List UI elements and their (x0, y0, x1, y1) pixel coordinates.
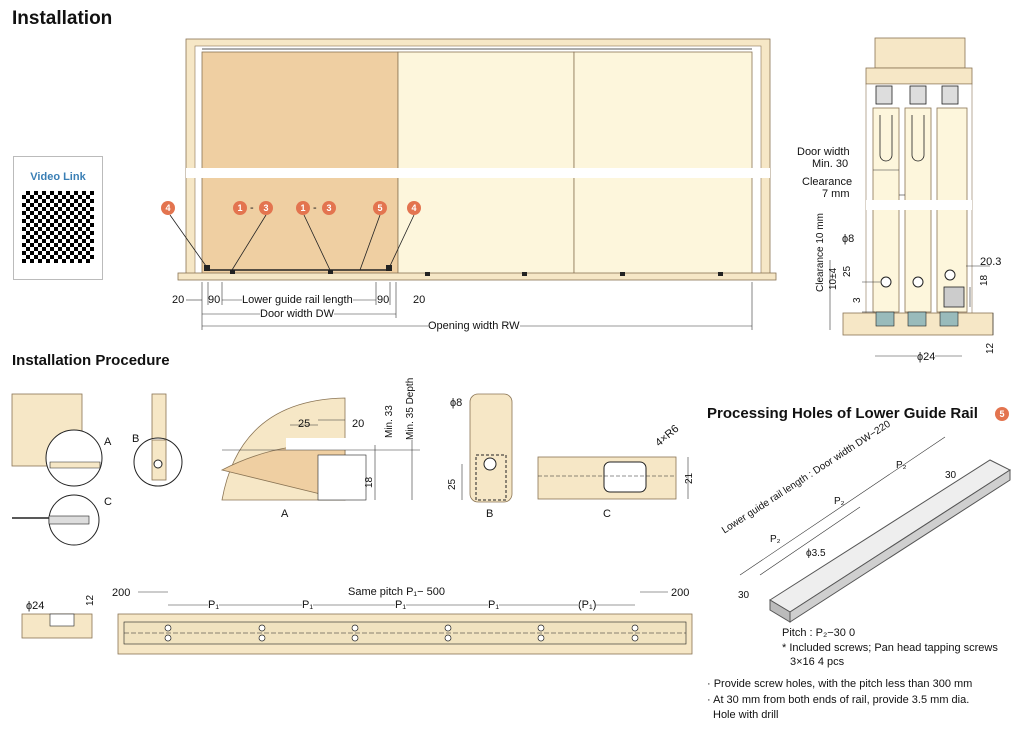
side-3: 3 (852, 297, 863, 303)
rail-phi24: ϕ24 (26, 600, 45, 612)
iso-30-left: 30 (738, 590, 750, 601)
badge-5: 5 (373, 201, 387, 215)
circle-a-label: A (104, 436, 112, 448)
detail-b-label: B (486, 508, 494, 520)
a-dim-20: 20 (352, 418, 365, 430)
screws-note: * Included screws; Pan head tapping scre… (782, 642, 998, 654)
badge-4-right: 4 (407, 201, 421, 215)
badge-sep: - (250, 202, 254, 214)
badge-3b: 3 (322, 201, 336, 215)
badge-4-left: 4 (161, 201, 175, 215)
side-clearance: Clearance (802, 176, 853, 188)
iso-p2-3: P₂ (896, 460, 907, 471)
iso-p2-1: P₂ (770, 534, 781, 545)
screws-note-2: 3×16 4 pcs (790, 656, 845, 668)
qr-code-icon[interactable] (22, 191, 94, 263)
dim-90-left: 90 (208, 294, 221, 306)
detail-c-label: C (603, 508, 611, 520)
installation-title: Installation (12, 8, 113, 29)
pitch-p1-2: P₁ (302, 599, 314, 611)
dim-90-right: 90 (377, 294, 390, 306)
door-width-label: Door width DW (260, 308, 334, 320)
circle-c-label: C (104, 496, 112, 508)
badge-1: 1 (233, 201, 247, 215)
a-min35: Min. 35 Depth (405, 377, 416, 440)
rail-200-left: 200 (112, 587, 131, 599)
note-2: · At 30 mm from both ends of rail, provi… (707, 694, 970, 706)
a-dim-25: 25 (298, 418, 311, 430)
side-25: 25 (842, 265, 853, 277)
dim-20-right: 20 (413, 294, 426, 306)
cabinet-front-view (169, 38, 777, 330)
side-door-width: Door width (797, 146, 850, 158)
b-25: 25 (447, 478, 458, 490)
side-12: 12 (985, 342, 996, 354)
circle-b-label: B (132, 433, 140, 445)
a-min33: Min. 33 (384, 405, 395, 438)
side-18: 18 (979, 274, 990, 286)
rail-200-right: 200 (671, 587, 690, 599)
pitch-p1-1: P₁ (208, 599, 220, 611)
side-phi24: ϕ24 (917, 351, 936, 363)
c-21: 21 (684, 472, 695, 484)
a-18: 18 (364, 476, 375, 488)
iso-30-right: 30 (945, 470, 957, 481)
detail-b (461, 393, 513, 503)
pitch-note: Pitch : P₂−30 0 (782, 627, 856, 639)
detail-a-label: A (281, 508, 289, 520)
procedure-title: Installation Procedure (12, 352, 170, 369)
side-7mm: 7 mm (822, 188, 850, 200)
pitch-p1-4: P₁ (488, 599, 500, 611)
video-link-box[interactable]: Video Link (13, 156, 103, 280)
procedure-detail-circles (11, 393, 183, 546)
badge-3: 3 (259, 201, 273, 215)
processing-title: Processing Holes of Lower Guide Rail (707, 405, 978, 422)
side-section-view (829, 37, 994, 357)
rail-length-label: Lower guide rail length (242, 294, 353, 306)
pitch-p1-3: P₁ (395, 599, 407, 611)
b-phi8: ϕ8 (450, 397, 463, 409)
processing-rail-iso (739, 436, 1012, 623)
side-min30: Min. 30 (812, 158, 849, 170)
detail-a (220, 397, 420, 501)
side-phi8: ϕ8 (842, 233, 855, 245)
badge-sep-2: - (313, 202, 317, 214)
iso-phi3-5: ϕ3.5 (806, 548, 826, 559)
side-20-3: 20.3 (980, 256, 1002, 268)
processing-badge-5: 5 (995, 407, 1009, 421)
detail-c (537, 456, 689, 500)
dim-20-left: 20 (172, 294, 185, 306)
note-1: · Provide screw holes, with the pitch le… (707, 678, 973, 690)
bottom-rail-plan (21, 591, 693, 655)
same-pitch-label: Same pitch P₁− 500 (348, 586, 445, 598)
side-clearance10: Clearance 10 mm (815, 213, 826, 292)
note-3: Hole with drill (713, 709, 779, 721)
side-10pm4: 10±4 (828, 267, 839, 290)
opening-width-label: Opening width RW (428, 320, 520, 332)
video-link-label: Video Link (30, 171, 86, 183)
pitch-p1-5: (P₁) (578, 599, 597, 611)
badge-1b: 1 (296, 201, 310, 215)
iso-p2-2: P₂ (834, 496, 845, 507)
rail-12: 12 (85, 594, 96, 606)
